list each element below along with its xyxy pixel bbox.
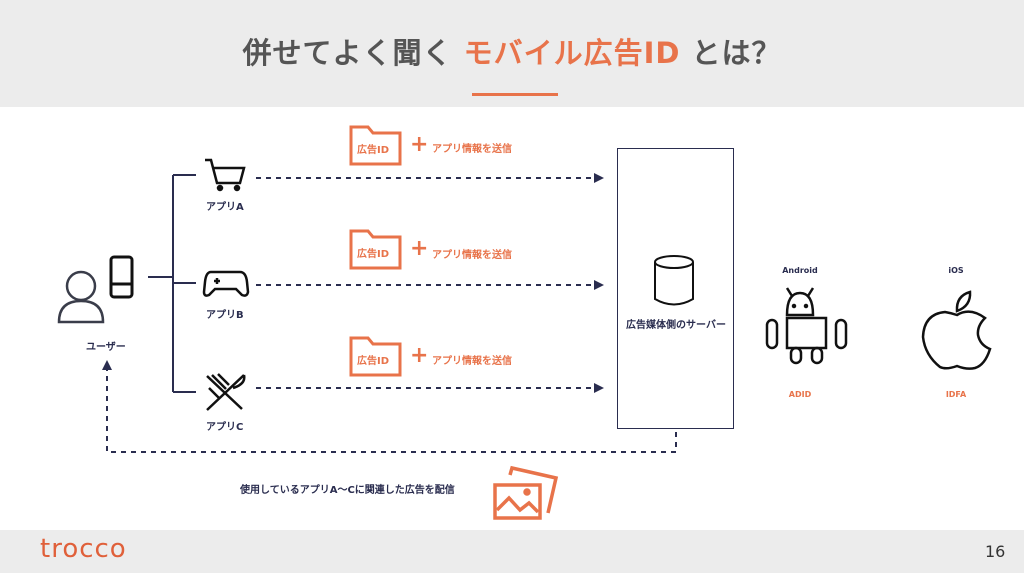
plus-icon: + [410,343,429,368]
trocco-logo-mark [10,538,38,566]
android-icon [765,287,848,365]
folder-icon [349,229,402,270]
page-title: 併せてよく聞く モバイル広告ID とは？ [242,36,782,70]
smartphone-icon [109,255,134,299]
send-info-label: アプリ情報を送信 [432,250,512,261]
title-underline [472,93,558,96]
send-info-label: アプリ情報を送信 [432,356,512,367]
page-number: 16 [985,542,1006,561]
ad-server-box [617,148,734,429]
app-a-label: アプリA [206,202,244,213]
ios-label: iOS [948,266,964,275]
trocco-logo: trocco [40,534,127,564]
cart-icon [205,158,246,192]
plus-icon: + [410,132,429,157]
fork-knife-icon [206,373,246,411]
plus-icon: + [410,236,429,261]
user-label: ユーザー [86,342,126,353]
ad-id-label: 広告ID [357,249,390,260]
idfa-label: IDFA [945,390,967,399]
apple-icon [921,290,992,370]
app-b-label: アプリB [206,310,244,321]
adid-label: ADID [788,390,812,399]
android-label: Android [782,266,818,275]
folder-icon [349,336,402,377]
header-band [0,0,1024,107]
send-info-label: アプリ情報を送信 [432,144,512,155]
gamepad-icon [202,270,250,297]
server-label: 広告媒体側のサーバー [626,320,726,331]
delivery-label: 使用しているアプリA〜Cに関連した広告を配信 [240,485,455,496]
folder-icon [349,125,402,166]
branch-connector [148,174,196,393]
user-icon [57,270,105,324]
footer-band [0,530,1024,573]
ad-id-label: 広告ID [357,356,390,367]
ad-id-label: 広告ID [357,145,390,156]
database-icon [654,255,694,306]
app-c-label: アプリC [206,422,244,433]
return-dashed-arrow [106,370,677,453]
image-icon [493,465,559,520]
